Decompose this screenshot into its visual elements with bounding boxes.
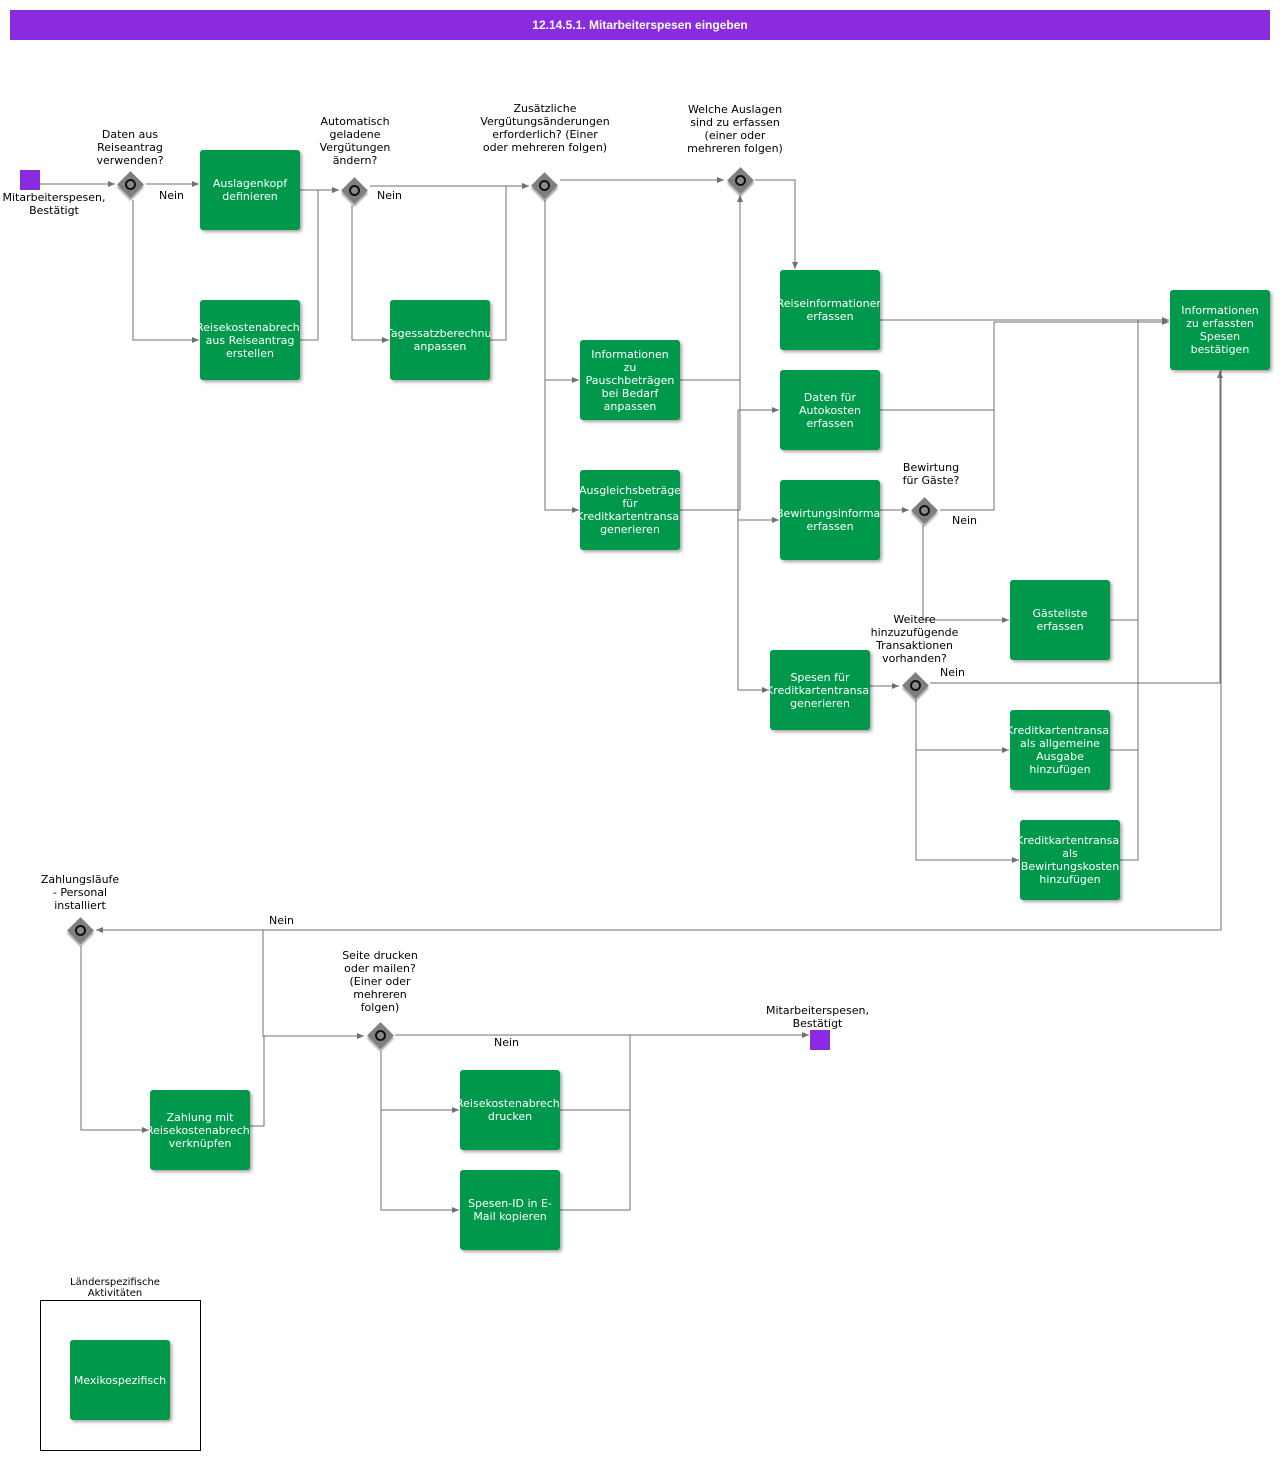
flow-g3-pausch <box>544 200 579 383</box>
flow-zahlung-g8 <box>250 1036 265 1127</box>
flow-drucken-end <box>560 1035 631 1111</box>
task-label: Gästeliste erfassen <box>1032 607 1088 633</box>
legend-item-label: Mexikospezifisch <box>73 1373 167 1387</box>
flow-tagessatz-g3 <box>490 183 529 341</box>
gateway-auslagen-label: Welche Auslagen sind zu erfassen (einer … <box>687 103 783 155</box>
task-label: Spesen-ID in E- Mail kopieren <box>468 1197 552 1223</box>
task-label: Informationen zu erfassten Spesen bestät… <box>1181 304 1259 356</box>
flow-g6-kkbew <box>915 750 1019 863</box>
flow-g7-zahlung <box>80 946 149 1133</box>
task-spesen-kreditkarten-generieren[interactable]: Spesen für Kreditkartentransaktionen gen… <box>770 650 870 730</box>
end-event-label: Mitarbeiterspesen, Bestätigt <box>766 1004 869 1030</box>
flow-g8-kopieren <box>380 1110 459 1213</box>
task-reisekostenabrechnung-aus-reiseantrag[interactable]: Reisekostenabrechnung aus Reiseantrag er… <box>200 300 300 380</box>
gateway-weitere-label: Weitere hinzuzufügende Transaktionen vor… <box>870 613 959 665</box>
diagram-title: 12.14.5.1. Mitarbeiterspesen eingeben <box>10 10 1270 40</box>
flow-auto-bestaetigen <box>880 319 1169 411</box>
start-event-label: Mitarbeiterspesen, Bestätigt <box>2 191 106 217</box>
task-label: Reisekostenabrechnung aus Reiseantrag er… <box>200 320 300 360</box>
flow-g4-bewirtung <box>737 410 779 523</box>
task-ausgleichsbetraege-generieren[interactable]: Ausgleichsbeträge für Kreditkartentransa… <box>580 470 680 550</box>
nein-label-bewirtung: Nein <box>952 514 978 527</box>
task-reisekostenabrechnung-drucken[interactable]: Reisekostenabrechnung drucken <box>460 1070 560 1150</box>
start-event <box>20 170 40 190</box>
task-label: Ausgleichsbeträge für Kreditkartentransa… <box>580 484 680 536</box>
flow-g3-ausgleich <box>544 380 579 513</box>
task-spesen-id-kopieren[interactable]: Spesen-ID in E- Mail kopieren <box>460 1170 560 1250</box>
gateway-reiseantrag-label: Daten aus Reiseantrag verwenden? <box>96 128 164 167</box>
task-pauschbetraege-anpassen[interactable]: Informationen zu Pauschbeträgen bei Beda… <box>580 340 680 420</box>
flow-g8-drucken <box>380 1051 459 1113</box>
flow-kkbew-bestaetigen <box>1120 750 1139 861</box>
flow-g6-bestaetigen <box>930 371 1223 684</box>
nein-label-verguetungen: Nein <box>377 189 403 202</box>
gateway-verguetungen-label: Automatisch geladene Vergütungen ändern? <box>319 115 391 167</box>
flow-gaeste-bestaetigen <box>1110 320 1139 621</box>
task-label: Tagessatzberechnung anpassen <box>390 327 490 353</box>
task-spesen-bestaetigen[interactable]: Informationen zu erfassten Spesen bestät… <box>1170 290 1270 370</box>
legend-title: Länderspezifische Aktivitäten <box>70 1277 160 1297</box>
task-label: Spesen für Kreditkartentransaktionen gen… <box>770 670 870 710</box>
task-label: Kreditkartentransaktion als allgemeine A… <box>1010 724 1110 776</box>
task-kreditkarte-bewirtungskosten[interactable]: Kreditkartentransaktion als Bewirtungsko… <box>1020 820 1120 900</box>
flow-reisekosten-g2 <box>300 187 339 341</box>
flow-pausch-g4 <box>680 195 743 381</box>
legend-item-mexikospezifisch: Mexikospezifisch <box>70 1340 170 1420</box>
task-label: Informationen zu Pauschbeträgen bei Beda… <box>585 347 675 413</box>
nein-label-zahlungslaeufe: Nein <box>269 914 295 927</box>
task-tagessatzberechnung-anpassen[interactable]: Tagessatzberechnung anpassen <box>390 300 490 380</box>
task-label: Kreditkartentransaktion als Bewirtungsko… <box>1020 834 1120 886</box>
flow-g7-g8 <box>262 930 364 1039</box>
flow-kkallg-bestaetigen <box>1110 620 1139 751</box>
task-zahlung-verknuepfen[interactable]: Zahlung mit Reisekostenabrechnung verknü… <box>150 1090 250 1170</box>
nein-label-weitere: Nein <box>940 666 966 679</box>
gateway-zahlungslaeufe-label: Zahlungsläufe - Personal installiert <box>40 873 120 912</box>
flow-g2-tagessatz <box>351 205 389 343</box>
flow-g5-gaeste <box>922 525 1009 623</box>
end-event <box>810 1030 830 1050</box>
task-label: Auslagenkopf definieren <box>212 177 288 203</box>
task-label: Bewirtungsinformationen erfassen <box>780 507 880 533</box>
task-auslagenkopf-definieren[interactable]: Auslagenkopf definieren <box>200 150 300 230</box>
task-gaesteliste-erfassen[interactable]: Gästeliste erfassen <box>1010 580 1110 660</box>
nein-label-reiseantrag: Nein <box>159 189 185 202</box>
flow-ausgleich-g4 <box>680 380 741 511</box>
task-label: Zahlung mit Reisekostenabrechnung verknü… <box>150 1110 250 1150</box>
nein-label-drucken: Nein <box>494 1036 520 1049</box>
flow-g1-reisekosten <box>132 200 199 343</box>
flow-g4-reiseinfo <box>755 179 798 269</box>
task-label: Daten für Autokosten erfassen <box>798 390 862 430</box>
flow-bestaetigen-g7 <box>96 370 1222 933</box>
gateway-zusaetzliche-label: Zusätzliche Vergütungsänderungen erforde… <box>480 102 610 154</box>
legend-box <box>40 1300 201 1451</box>
flow-g6-kkallg <box>915 700 1009 753</box>
task-bewirtungsinformationen-erfassen[interactable]: Bewirtungsinformationen erfassen <box>780 480 880 560</box>
flow-g4-spesenkk <box>737 520 769 693</box>
gateway-drucken-mailen-label: Seite drucken oder mailen? (Einer oder m… <box>342 949 418 1014</box>
gateway-bewirtung-label: Bewirtung für Gäste? <box>902 461 960 487</box>
flow-kopieren-end <box>560 1110 631 1211</box>
task-reiseinformationen-erfassen[interactable]: Reiseinformationen erfassen <box>780 270 880 350</box>
task-label: Reisekostenabrechnung drucken <box>460 1097 560 1123</box>
task-label: Reiseinformationen erfassen <box>780 297 880 323</box>
flow-g5-bestaetigen <box>940 410 995 511</box>
task-autokosten-erfassen[interactable]: Daten für Autokosten erfassen <box>780 370 880 450</box>
task-kreditkarte-allgemeine-ausgabe[interactable]: Kreditkartentransaktion als allgemeine A… <box>1010 710 1110 790</box>
